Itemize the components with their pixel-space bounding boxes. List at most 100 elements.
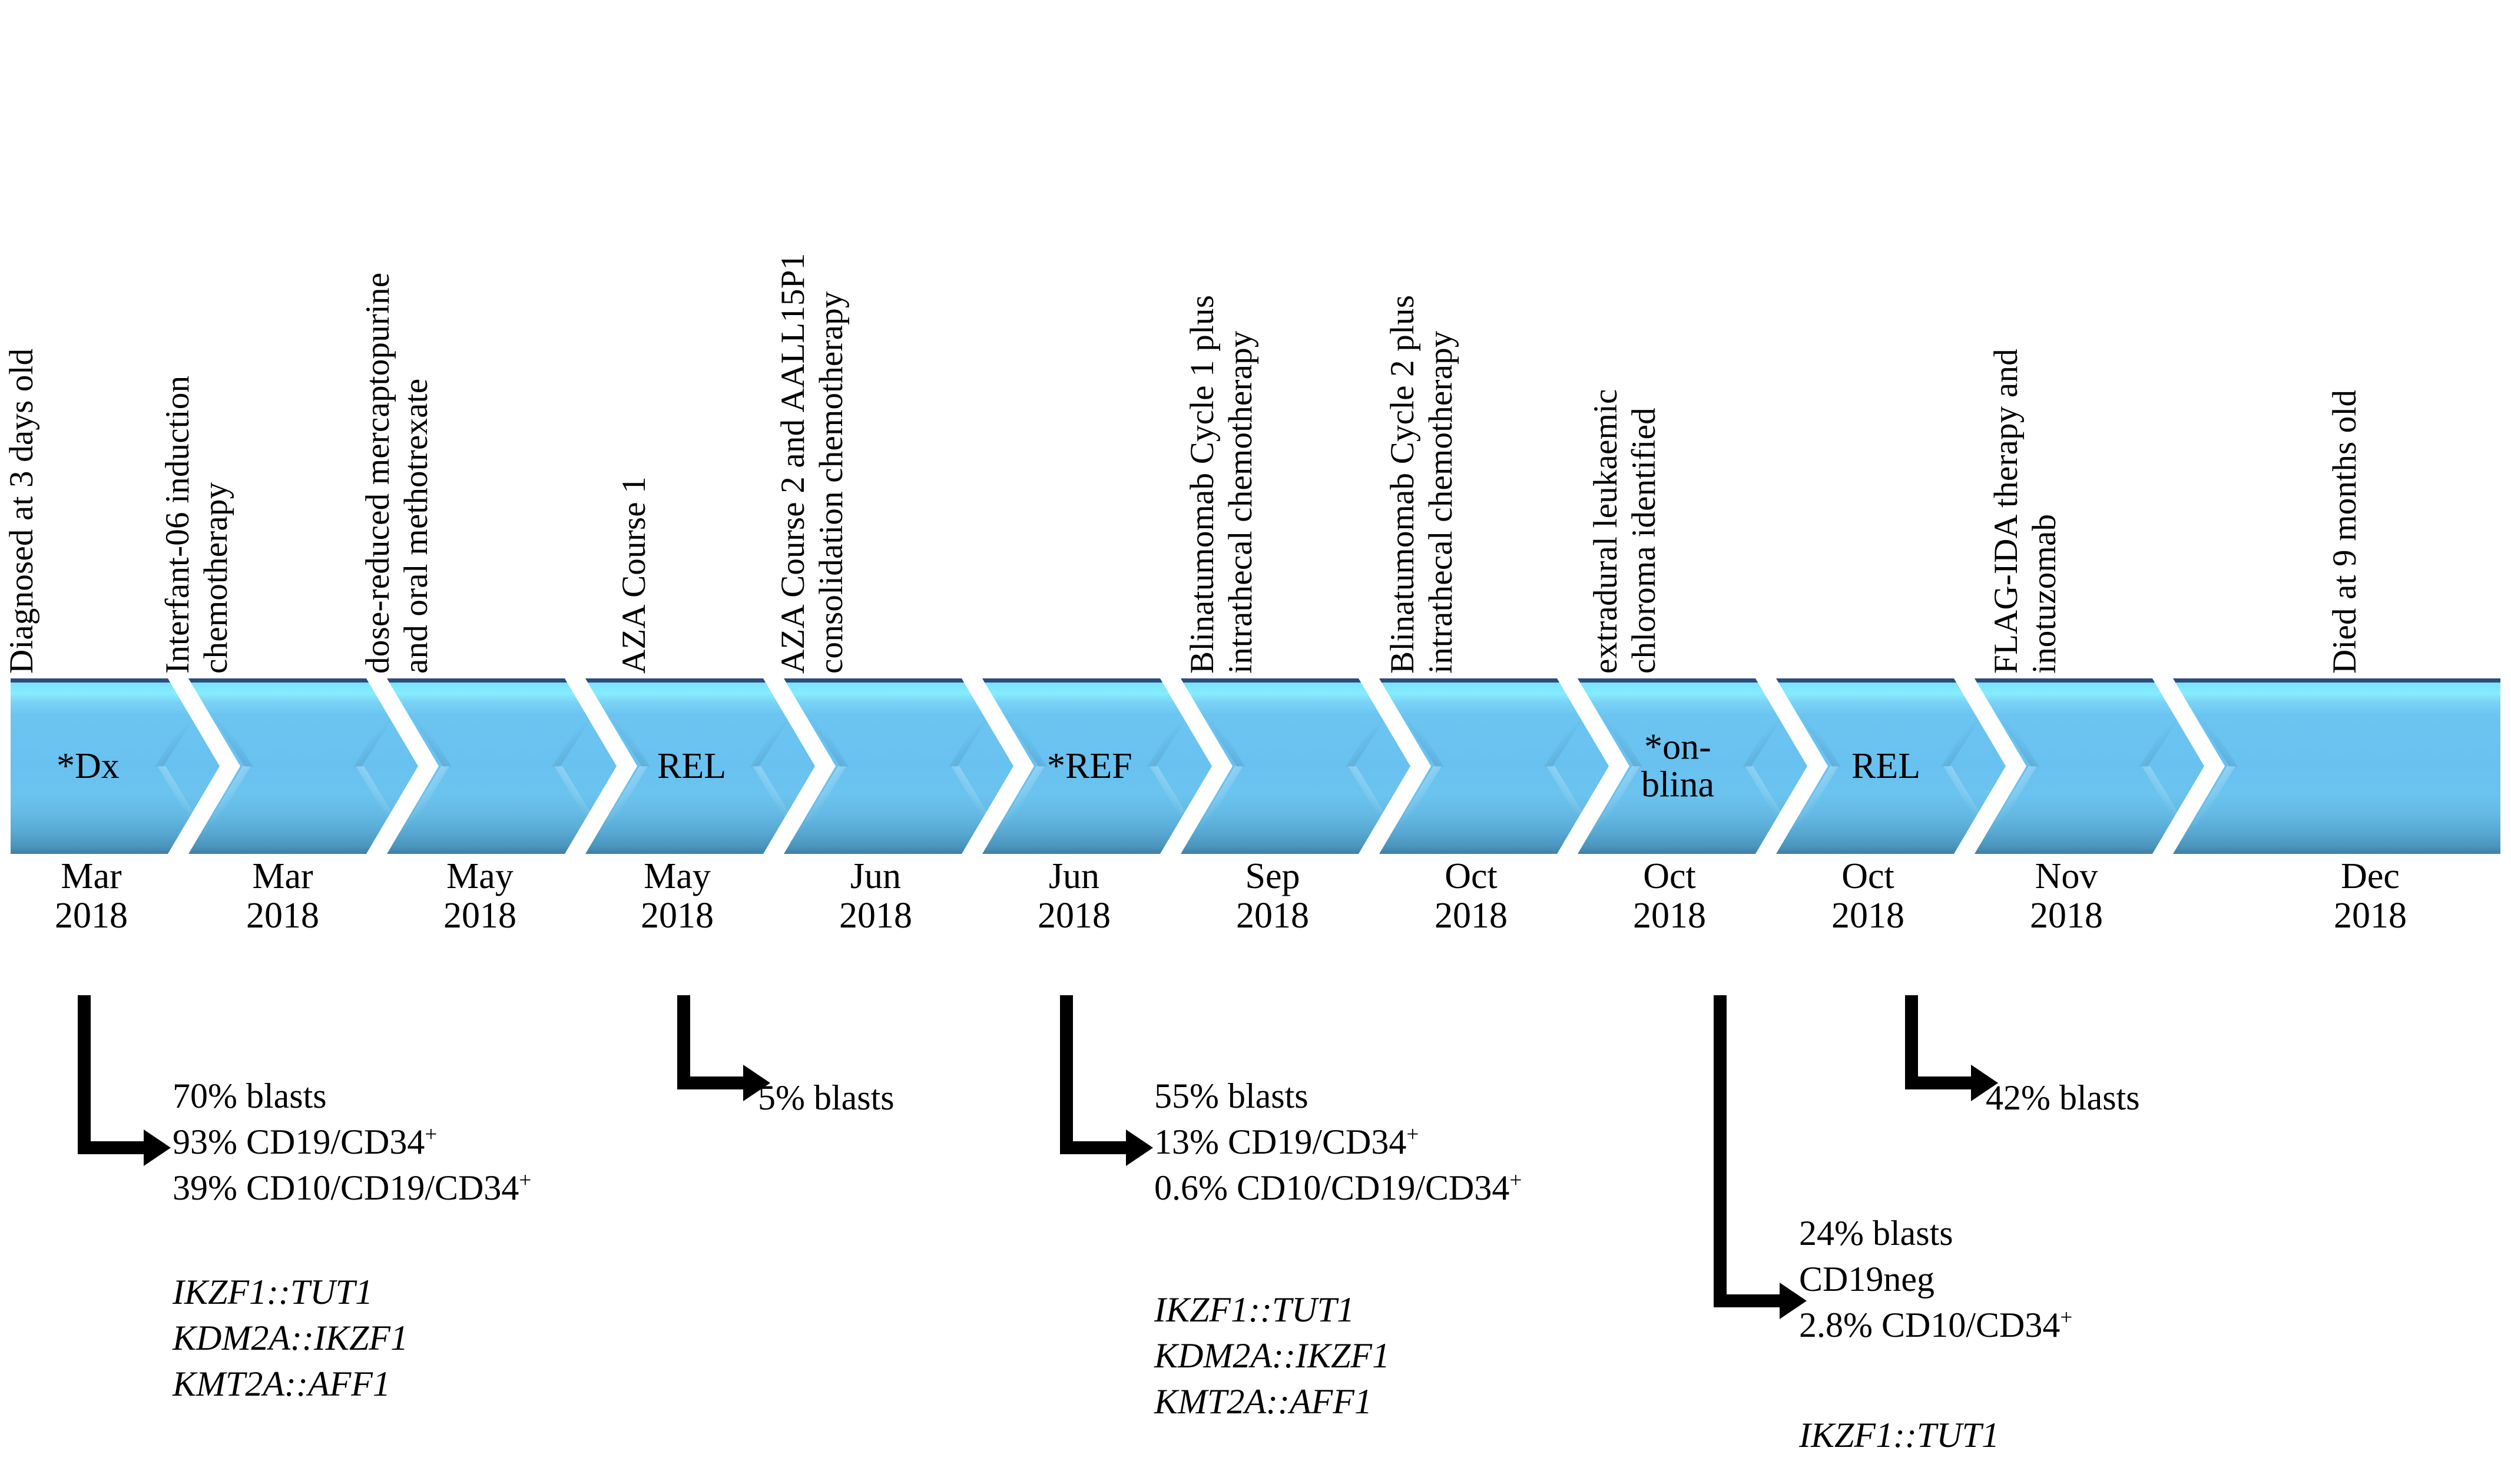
gene-fusion: KMT2A::AFF1	[1154, 1382, 1372, 1421]
gene-fusion: IKZF1::TUT1	[1154, 1290, 1355, 1329]
annotation-rel-oct: 42% blasts	[1986, 1075, 2140, 1121]
chevron-shape	[188, 678, 418, 854]
timeline-step-8[interactable]	[1379, 678, 1609, 856]
chevron-label: REL	[657, 747, 726, 785]
top-label-line: Died at 9 months old	[2326, 389, 2364, 674]
date-row: Mar 2018 Mar 2018 May 2018 May 2018 Jun …	[0, 857, 2511, 963]
arrow-head-icon	[1780, 1283, 1807, 1319]
annotation-line-marker1: CD19neg	[1799, 1260, 1934, 1298]
arrow-foot	[1060, 1141, 1129, 1154]
chevron-label: *on- blina	[1641, 728, 1714, 804]
top-label-line: inotuzomab	[2026, 514, 2063, 674]
date-label-8: Oct 2018	[1397, 857, 1545, 936]
date-year: 2018	[1633, 895, 1706, 936]
timeline-step-10[interactable]: REL	[1776, 678, 2006, 856]
timeline-step-5[interactable]	[784, 678, 1013, 856]
chevron-shape	[1181, 678, 1410, 854]
arrow-head-icon	[144, 1129, 171, 1166]
annotation-line-blasts: 5% blasts	[758, 1078, 895, 1117]
date-label-1: Mar 2018	[18, 857, 165, 936]
timeline-step-11[interactable]	[1975, 678, 2204, 856]
date-month: Oct	[1643, 856, 1696, 896]
annotation-line-marker1: 13% CD19/CD34+	[1154, 1119, 1522, 1165]
date-label-11: Nov 2018	[1993, 857, 2140, 936]
arrow-head-icon	[1971, 1065, 1998, 1101]
arrow-stem	[1905, 995, 1918, 1089]
chevron-shape	[387, 678, 617, 854]
arrow-stem	[78, 995, 91, 1154]
top-label-line: FLAG-IDA therapy and	[1987, 349, 2025, 674]
gene-fusion: KDM2A::IKZF1	[1154, 1336, 1390, 1375]
top-label-interfant: Interfant-06 induction chemotherapy	[159, 376, 236, 674]
top-label-line: intrathecal chemotherapy	[1222, 330, 1260, 674]
timeline-step-3[interactable]	[387, 678, 617, 856]
timeline-step-7[interactable]	[1181, 678, 1410, 856]
top-label-line: Diagnosed at 3 days old	[3, 348, 41, 674]
date-month: Nov	[2035, 856, 2098, 896]
arrow-foot	[1905, 1076, 1975, 1089]
date-label-4: May 2018	[604, 857, 751, 936]
marker-name: CD10/CD19/CD34	[237, 1168, 519, 1207]
marker-percent: 13%	[1154, 1122, 1219, 1161]
date-month: Oct	[1841, 856, 1894, 896]
chevron-label-line: REL	[657, 746, 727, 786]
annotation-line-marker2: 0.6% CD10/CD19/CD34+	[1154, 1165, 1522, 1211]
timeline-step-2[interactable]	[188, 678, 418, 856]
top-label-line: chemotherapy	[197, 482, 235, 674]
chevron-shape	[1975, 678, 2204, 854]
date-year: 2018	[1236, 895, 1309, 936]
date-year: 2018	[1831, 895, 1904, 936]
top-label-line: AZA Course 2 and AALL15P1	[774, 253, 812, 674]
marker-superscript: +	[1406, 1122, 1419, 1147]
annotation-dx-march-genes: IKZF1::TUT1 KDM2A::IKZF1 KMT2A::AFF1	[173, 1269, 408, 1407]
date-label-6: Jun 2018	[1001, 857, 1148, 936]
timeline-chevron-band: *Dx REL	[0, 678, 2511, 856]
marker-name: CD10/CD34	[1872, 1306, 2061, 1344]
date-year: 2018	[2030, 895, 2103, 936]
chevron-label: *REF	[1047, 747, 1132, 785]
annotation-ref-june-genes: IKZF1::TUT1 KDM2A::IKZF1 KMT2A::AFF1	[1154, 1287, 1390, 1425]
timeline-step-9[interactable]: *on- blina	[1578, 678, 1807, 856]
marker-name: CD19/CD34	[237, 1122, 425, 1161]
date-month: Oct	[1445, 856, 1498, 896]
annotation-line-marker2: 39% CD10/CD19/CD34+	[173, 1165, 531, 1211]
top-label-aza-course-1: AZA Course 1	[615, 476, 654, 674]
top-label-line: intrathecal chemotherapy	[1422, 330, 1460, 674]
marker-superscript: +	[519, 1168, 532, 1192]
date-month: Mar	[252, 856, 313, 896]
timeline-step-4[interactable]: REL	[585, 678, 815, 856]
date-label-2: Mar 2018	[209, 857, 356, 936]
arrow-foot	[1714, 1294, 1783, 1307]
annotation-line-marker1: 93% CD19/CD34+	[173, 1119, 531, 1165]
annotation-line-marker2: 2.8% CD10/CD34+	[1799, 1302, 2072, 1348]
top-label-aza-course-2: AZA Course 2 and AALL15P1 consolidation …	[774, 253, 851, 674]
date-year: 2018	[1435, 895, 1508, 936]
top-label-line: Interfant-06 induction	[159, 375, 197, 674]
annotation-ref-june: 55% blasts 13% CD19/CD34+ 0.6% CD10/CD19…	[1154, 1073, 1522, 1211]
date-month: Jun	[850, 856, 902, 896]
gene-fusion: IKZF1::TUT1	[173, 1273, 373, 1311]
top-label-flag-ida: FLAG-IDA therapy and inotuzomab	[1987, 349, 2064, 674]
top-label-blina-cycle-2: Blinatumomab Cycle 2 plus intrathecal ch…	[1384, 295, 1460, 674]
date-label-10: Oct 2018	[1794, 857, 1942, 936]
chevron-label-line: *on-	[1644, 727, 1711, 767]
marker-name: CD10/CD19/CD34	[1227, 1168, 1510, 1207]
date-year: 2018	[1038, 895, 1111, 936]
timeline-step-12[interactable]	[2173, 678, 2500, 856]
timeline-step-6[interactable]: *REF	[982, 678, 1212, 856]
top-label-line: Blinatumomab Cycle 2 plus	[1384, 294, 1422, 674]
chevron-label-line: *Dx	[57, 746, 120, 786]
date-month: Dec	[2341, 856, 2400, 896]
date-month: Sep	[1245, 856, 1300, 896]
chevron-shape	[1379, 678, 1609, 854]
date-year: 2018	[839, 895, 912, 936]
arrow-head-icon	[1126, 1129, 1153, 1166]
top-label-line: extradural leukaemic	[1587, 389, 1625, 674]
top-label-line: Blinatumomab Cycle 1 plus	[1184, 294, 1221, 674]
top-label-line: dose-reduced mercaptopurine	[359, 272, 397, 674]
top-label-chloroma: extradural leukaemic chloroma identified	[1587, 389, 1664, 674]
gene-fusion: KDM2A::IKZF1	[173, 1319, 408, 1357]
top-labels-row: Diagnosed at 3 days old Interfant-06 ind…	[0, 0, 2511, 677]
arrow-stem	[1714, 995, 1727, 1307]
date-month: May	[644, 856, 711, 896]
